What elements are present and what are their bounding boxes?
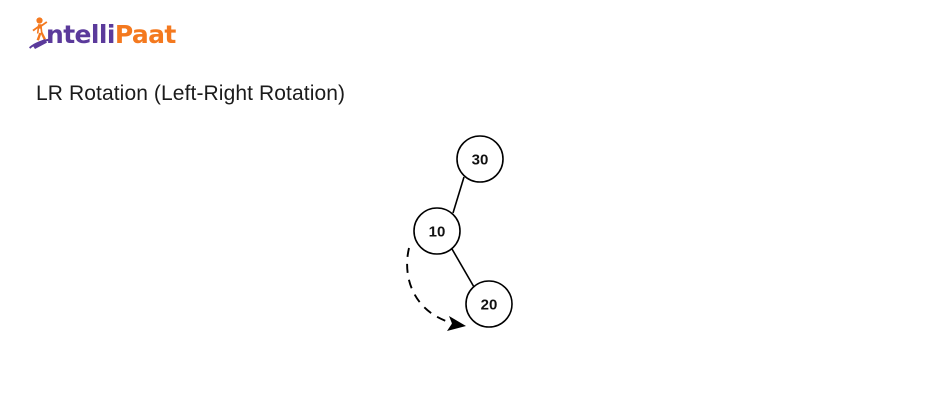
tree-node-30[interactable]: 30 (456, 135, 504, 183)
rotation-arrow-head-icon (447, 316, 466, 331)
page-title: LR Rotation (Left-Right Rotation) (36, 82, 346, 105)
tree-node-10[interactable]: 10 (413, 207, 461, 255)
logo-text-intelli: ntelli (46, 20, 115, 49)
node-circle-30 (456, 135, 504, 183)
edge-10-to-20 (451, 248, 475, 288)
node-label-20: 20 (481, 297, 498, 314)
logo-figure-icon (29, 17, 52, 49)
node-circle-10 (413, 207, 461, 255)
intellipaat-logo[interactable]: ntelliPaat (20, 14, 176, 58)
node-label-30: 30 (472, 152, 489, 169)
node-label-10: 10 (429, 224, 446, 241)
tree-node-20[interactable]: 20 (465, 280, 513, 328)
logo-wordmark: ntelliPaat (46, 22, 176, 47)
node-circle-20 (465, 280, 513, 328)
logo-text-paat: Paat (114, 20, 177, 49)
rotation-arrow-path (406, 247, 453, 324)
edge-30-to-10 (452, 176, 465, 214)
